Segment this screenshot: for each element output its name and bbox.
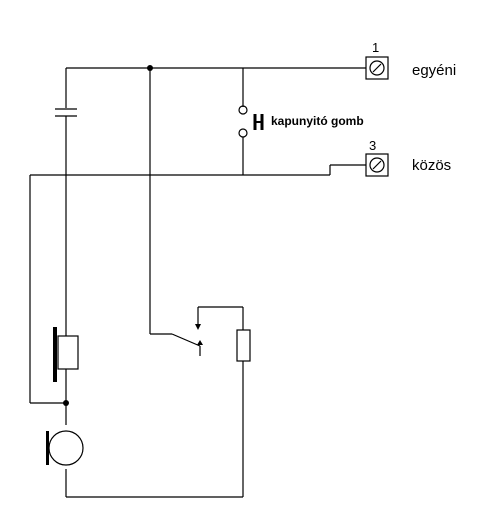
terminal-3-screw-slot (372, 160, 382, 170)
speaker-body (57, 335, 79, 370)
resistor (236, 329, 251, 362)
terminal-1-screw-icon (369, 60, 385, 76)
terminal-1-screw-slot (372, 63, 382, 73)
microphone-icon (48, 430, 84, 466)
microphone-bar (46, 431, 49, 465)
terminal-3-screw-icon (369, 157, 385, 173)
switch-arrow-down (197, 340, 203, 345)
terminal-1-number: 1 (372, 40, 379, 55)
switch-arrow-up (195, 324, 201, 330)
junction-dot-left (63, 400, 69, 406)
terminal-3-number: 3 (369, 138, 376, 153)
speaker-bar (53, 327, 57, 382)
button-label: kapunyitó gomb (271, 114, 364, 128)
terminal-3-label: közös (412, 157, 451, 174)
switch-blade (171, 333, 201, 347)
terminal-1-box (365, 56, 389, 80)
button-contact-top (238, 105, 248, 115)
terminal-1-label: egyéni (412, 62, 456, 79)
terminal-3-box (365, 153, 389, 177)
button-contact-bottom (238, 128, 248, 138)
junction-dot-top (147, 65, 153, 71)
